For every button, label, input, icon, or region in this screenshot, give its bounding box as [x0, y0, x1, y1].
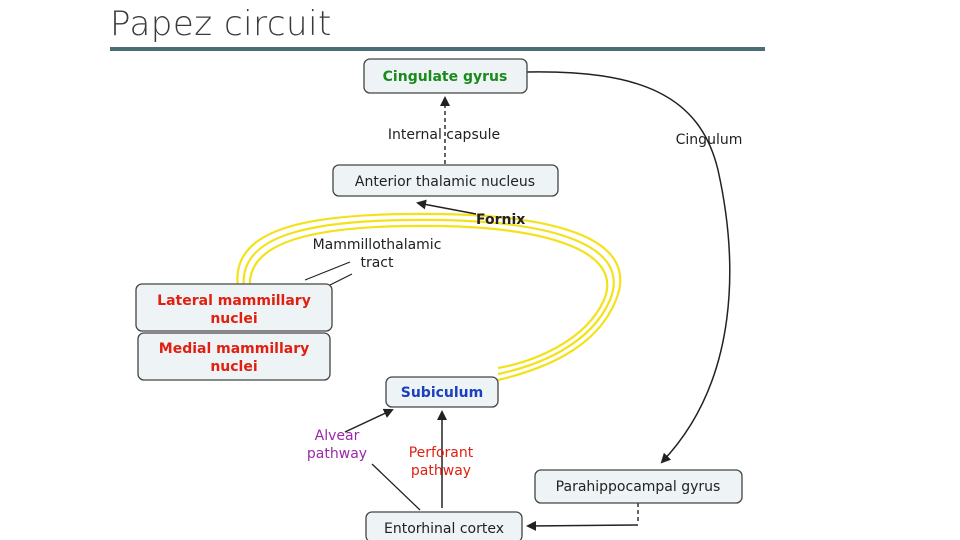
- edge-alvear-pathway: [371, 463, 421, 511]
- node-medial-mammillary-line2: nuclei: [210, 359, 257, 375]
- node-entorhinal-cortex-label: Entorhinal cortex: [384, 521, 504, 537]
- label-alvear-line2: pathway: [307, 446, 367, 462]
- label-cingulum: Cingulum: [676, 132, 743, 148]
- label-fornix: Fornix: [476, 212, 525, 228]
- node-lateral-mammillary-line1: Lateral mammillary: [157, 293, 311, 309]
- node-cingulate-gyrus-label: Cingulate gyrus: [383, 69, 508, 85]
- node-subiculum: Subiculum: [385, 376, 499, 408]
- label-perforant-line1: Perforant: [409, 445, 474, 461]
- node-cingulate-gyrus: Cingulate gyrus: [363, 58, 528, 94]
- node-anterior-thalamic-nucleus-label: Anterior thalamic nucleus: [355, 174, 535, 190]
- edge-alvear-arrow: [344, 408, 394, 433]
- edge-parahippocampal-to-entorhinal: [526, 520, 639, 531]
- node-medial-mammillary-line1: Medial mammillary: [159, 341, 309, 357]
- node-parahippocampal-gyrus: Parahippocampal gyrus: [534, 469, 743, 504]
- slide-title: Papez circuit: [110, 4, 332, 44]
- node-lateral-mammillary-nuclei: Lateral mammillary nuclei: [135, 283, 333, 332]
- label-perforant-line2: pathway: [411, 463, 471, 479]
- edge-fornix-arrow: [416, 199, 477, 215]
- fornix-tract: [236, 212, 622, 382]
- edge-cingulum: [526, 71, 731, 464]
- node-anterior-thalamic-nucleus: Anterior thalamic nucleus: [332, 164, 559, 197]
- label-mammillothalamic-line1: Mammillothalamic: [313, 237, 442, 253]
- node-entorhinal-cortex: Entorhinal cortex: [365, 511, 523, 540]
- edge-mammillothalamic-upper: [304, 261, 351, 281]
- label-alvear-line1: Alvear: [315, 428, 360, 444]
- label-mammillothalamic-line2: tract: [360, 255, 394, 271]
- node-medial-mammillary-nuclei: Medial mammillary nuclei: [137, 332, 331, 381]
- node-parahippocampal-gyrus-label: Parahippocampal gyrus: [556, 479, 721, 495]
- node-lateral-mammillary-line2: nuclei: [210, 311, 257, 327]
- title-underline: [110, 47, 765, 51]
- label-internal-capsule: Internal capsule: [388, 127, 500, 143]
- node-subiculum-label: Subiculum: [401, 385, 484, 401]
